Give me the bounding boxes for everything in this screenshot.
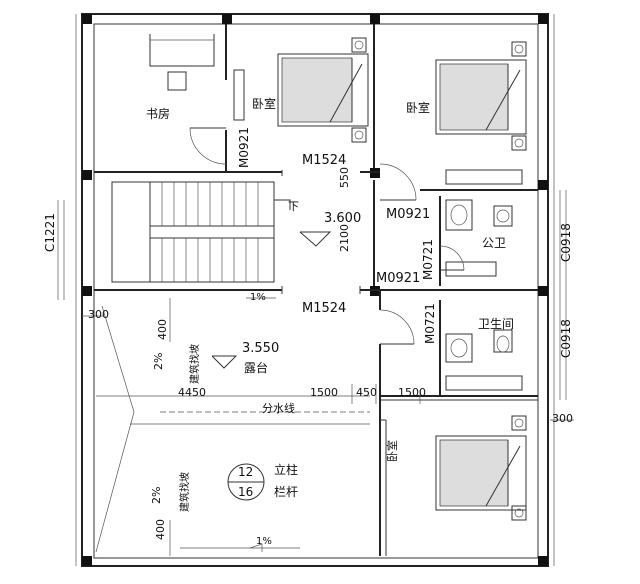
terrace-slope-lines bbox=[95, 297, 421, 556]
closet-upper bbox=[445, 169, 523, 185]
interior-walls bbox=[94, 24, 538, 556]
column-number-top: 12 bbox=[238, 465, 253, 479]
bed-top-right bbox=[435, 41, 527, 151]
column-label: 立柱 bbox=[274, 462, 298, 477]
dim-4450: 4450 bbox=[178, 386, 206, 399]
level-label-floor: 3.600 bbox=[324, 211, 361, 226]
dim-400b: 400 bbox=[154, 519, 167, 540]
room-label-public-wc: 公卫 bbox=[482, 236, 506, 250]
slope-label-lower: 建筑找坡 bbox=[178, 472, 191, 512]
window-label-c0918-upper: C0918 bbox=[559, 223, 573, 262]
slope-pct-1-bottom: 1% bbox=[256, 536, 272, 547]
study-desk bbox=[149, 34, 215, 91]
window-label-c1221: C1221 bbox=[43, 213, 57, 252]
bedroom-right-door bbox=[379, 163, 417, 201]
slope-pct-upper: 2% bbox=[152, 353, 165, 370]
door-label-m0721-b: M0721 bbox=[423, 303, 437, 344]
dim-300a: 300 bbox=[88, 308, 109, 321]
door-label-m0921-right: M0921 bbox=[386, 207, 430, 222]
wardrobe-study bbox=[233, 69, 245, 121]
dim-1500a: 1500 bbox=[310, 386, 338, 399]
slope-label-upper: 建筑找坡 bbox=[188, 344, 201, 384]
dim-450: 450 bbox=[356, 386, 377, 399]
door-label-m0721-a: M0721 bbox=[421, 239, 435, 280]
column-number-bottom: 16 bbox=[238, 485, 253, 499]
slope-pct-1-top: 1% bbox=[250, 292, 266, 303]
dim-550: 550 bbox=[338, 167, 351, 188]
staircase bbox=[111, 181, 291, 283]
railing-label: 栏杆 bbox=[274, 484, 298, 499]
window-label-c0918-lower: C0918 bbox=[559, 319, 573, 358]
closet-lower bbox=[445, 375, 523, 391]
dim-2100: 2100 bbox=[338, 224, 351, 252]
door-label-m0921-left: M0921 bbox=[376, 271, 420, 286]
stair-down-label: 下 bbox=[288, 200, 299, 213]
public-wc-fixtures bbox=[439, 199, 513, 277]
door-label-m0921-study: M0921 bbox=[237, 127, 251, 168]
level-marker-floor bbox=[299, 231, 332, 247]
bed-bottom-right bbox=[435, 415, 527, 521]
room-label-terrace: 露台 bbox=[244, 360, 268, 375]
study-door bbox=[189, 127, 227, 165]
dim-1500b: 1500 bbox=[398, 386, 426, 399]
room-label-toilet: 卫生间 bbox=[478, 317, 514, 331]
door-label-m1524-top: M1524 bbox=[302, 153, 346, 168]
room-label-bedroom-2: 卧室 bbox=[406, 100, 430, 115]
bed-top-left bbox=[277, 37, 369, 143]
dim-400a: 400 bbox=[156, 319, 169, 340]
level-marker-terrace bbox=[211, 355, 238, 369]
room-label-study: 书房 bbox=[146, 106, 170, 121]
door-label-m1524-bottom: M1524 bbox=[302, 301, 346, 316]
column-railing-symbol bbox=[227, 463, 265, 501]
dim-300b: 300 bbox=[552, 412, 573, 425]
water-line-label: 分水线 bbox=[262, 401, 295, 415]
level-label-terrace: 3.550 bbox=[242, 341, 279, 356]
slope-pct-lower: 2% bbox=[150, 487, 163, 504]
toilet-fixtures bbox=[379, 309, 513, 363]
room-label-bedroom-1: 卧室 bbox=[252, 96, 276, 111]
room-label-bedroom-3: 卧室 bbox=[385, 440, 399, 462]
